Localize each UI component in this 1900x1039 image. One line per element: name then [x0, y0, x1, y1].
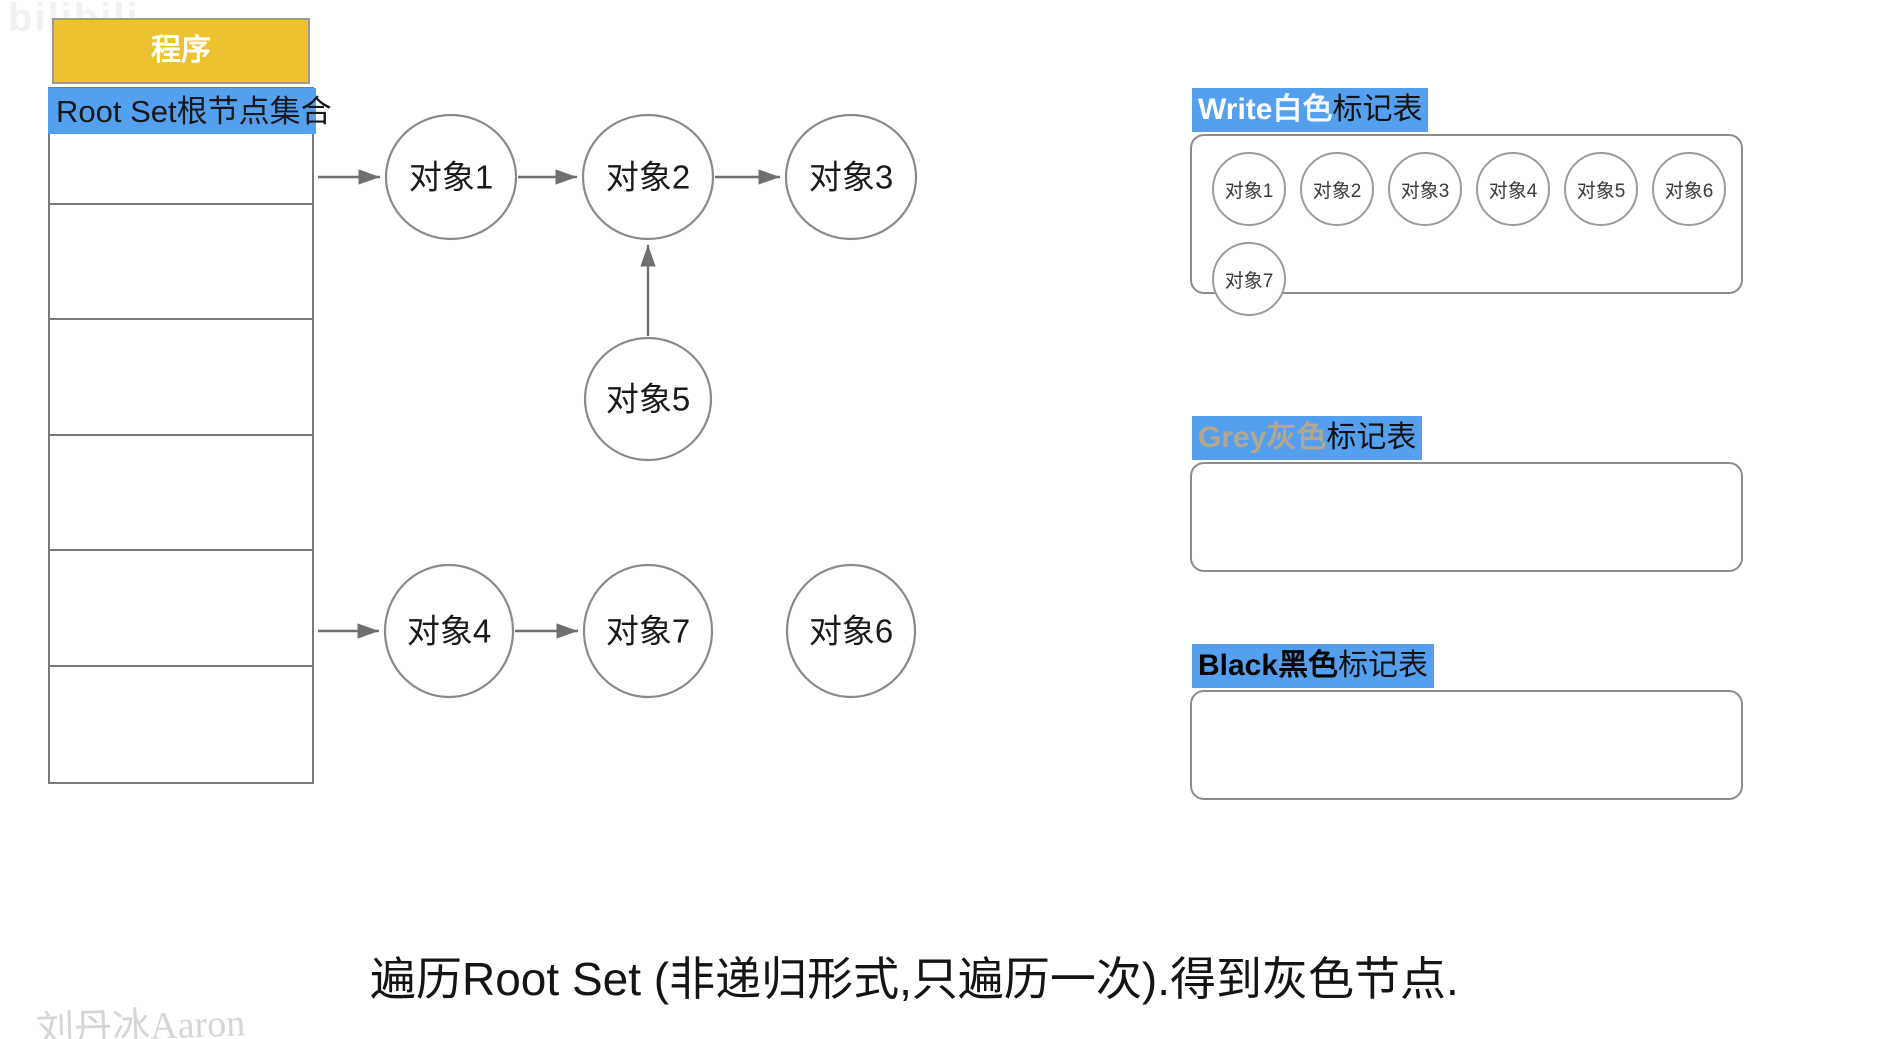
marker-item[interactable]: 对象4: [1476, 152, 1550, 226]
marker-item[interactable]: 对象1: [1212, 152, 1286, 226]
root-set-row[interactable]: [50, 320, 312, 436]
white-marker-title: Write 白色 标记表: [1192, 88, 1429, 132]
marker-item[interactable]: 对象2: [1300, 152, 1374, 226]
object-graph: 对象1 对象2 对象3 对象5 对象4 对象7 对象6: [318, 113, 918, 699]
root-set-header-label: Root Set根节点集合: [56, 93, 332, 129]
graph-node-obj2[interactable]: 对象2: [581, 113, 715, 241]
node-label: 对象3: [809, 159, 893, 196]
black-marker-title-en: Black: [1198, 649, 1279, 682]
graph-edges: [318, 169, 780, 639]
node-label: 对象4: [407, 613, 491, 650]
root-set-table: [48, 87, 314, 784]
marker-item[interactable]: 对象7: [1212, 242, 1286, 316]
node-circle: [582, 563, 714, 699]
black-marker-title: Black 黑色 标记表: [1192, 644, 1435, 688]
node-label: 对象5: [606, 381, 690, 418]
root-set-row[interactable]: [50, 666, 312, 782]
black-marker-title-tail: 标记表: [1338, 649, 1429, 682]
node-label: 对象2: [606, 159, 690, 196]
grey-marker-title-tail: 标记表: [1326, 421, 1417, 454]
marker-item[interactable]: 对象5: [1564, 152, 1638, 226]
graph-node-obj7[interactable]: 对象7: [582, 563, 714, 699]
grey-marker-title: Grey 灰色 标记表: [1192, 416, 1423, 460]
node-circle: [384, 113, 518, 241]
marker-item[interactable]: 对象3: [1388, 152, 1462, 226]
node-label: 对象1: [409, 159, 493, 196]
graph-node-obj5[interactable]: 对象5: [583, 336, 713, 462]
program-label: 程序: [151, 34, 211, 67]
program-box: 程序: [52, 18, 310, 84]
graph-nodes: 对象1 对象2 对象3 对象5 对象4 对象7 对象6: [383, 113, 918, 699]
root-set-row[interactable]: [50, 435, 312, 551]
root-set-header: Root Set根节点集合: [48, 88, 332, 134]
node-circle: [383, 563, 515, 699]
node-label: 对象6: [809, 613, 893, 650]
root-set-row[interactable]: [50, 551, 312, 667]
black-marker-title-color: 黑色: [1278, 649, 1339, 682]
grey-marker-title-en: Grey: [1198, 421, 1267, 454]
grey-marker-title-color: 灰色: [1266, 421, 1327, 454]
white-marker-title-tail: 标记表: [1332, 93, 1423, 126]
graph-node-obj4[interactable]: 对象4: [383, 563, 515, 699]
caption-text: 遍历Root Set (非递归形式,只遍历一次).得到灰色节点.: [370, 953, 1459, 1005]
author-watermark: 刘丹冰Aaron: [35, 1002, 246, 1039]
node-circle: [784, 113, 918, 241]
graph-node-obj1[interactable]: 对象1: [384, 113, 518, 241]
white-marker-title-color: 白色: [1272, 93, 1333, 126]
node-circle: [583, 336, 713, 462]
black-marker-box: [1190, 690, 1743, 800]
node-label: 对象7: [606, 613, 690, 650]
root-set-row[interactable]: [50, 204, 312, 320]
white-marker-title-en: Write: [1198, 93, 1273, 126]
node-circle: [581, 113, 715, 241]
grey-marker-box: [1190, 462, 1743, 572]
graph-node-obj6[interactable]: 对象6: [785, 563, 917, 699]
graph-node-obj3[interactable]: 对象3: [784, 113, 918, 241]
node-circle: [785, 563, 917, 699]
marker-item[interactable]: 对象6: [1652, 152, 1726, 226]
